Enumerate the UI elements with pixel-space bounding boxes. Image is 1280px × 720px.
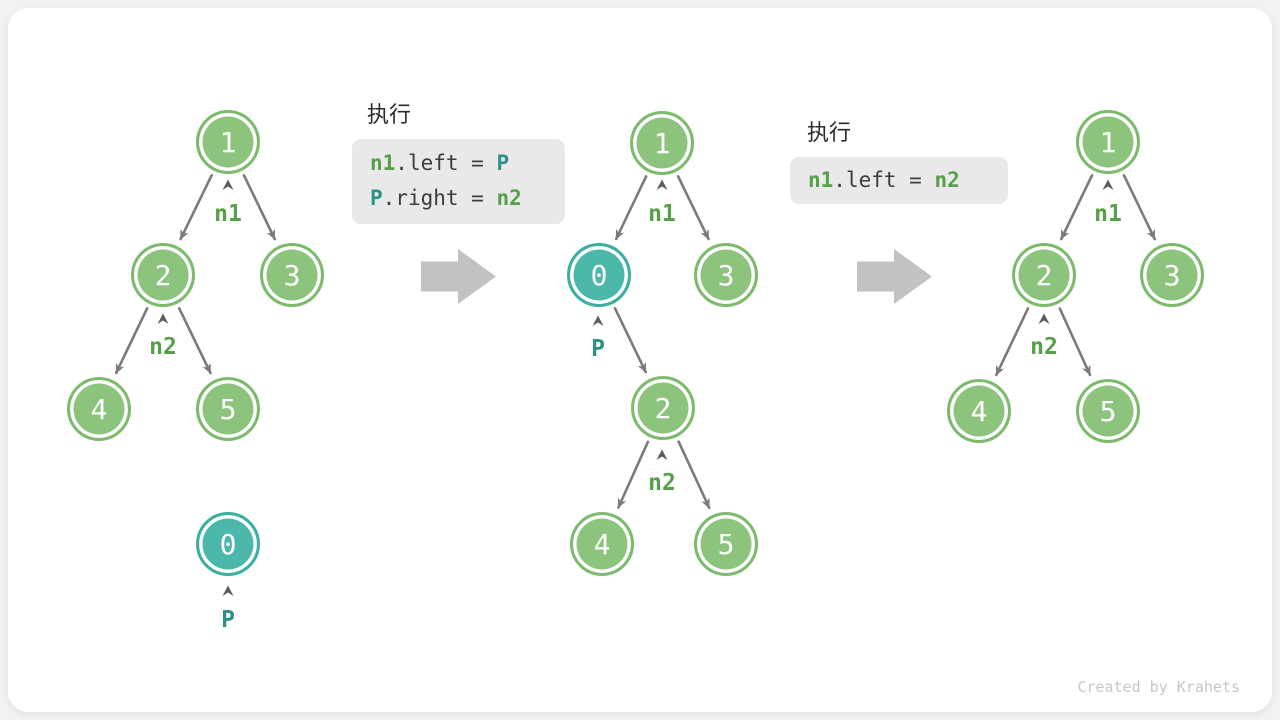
- figure-card: [8, 8, 1272, 712]
- tree1-node-1: 1: [196, 110, 260, 174]
- code-token-p: P: [370, 186, 383, 210]
- tree2-node-4: 4: [570, 512, 634, 576]
- tree2-node-1: 1: [630, 111, 694, 175]
- tree2-pointer-n2: n2: [648, 470, 676, 496]
- code-token-n1: n1: [808, 168, 834, 192]
- tree1-node-2: 2: [131, 243, 195, 307]
- tree1-pointer-p: P: [221, 607, 235, 633]
- code-token-p: P: [496, 151, 510, 175]
- tree2-node-3: 3: [694, 243, 758, 307]
- code-line: P.right = n2: [370, 181, 565, 216]
- code-token: .left =: [833, 168, 935, 192]
- code-token: .left =: [395, 151, 497, 175]
- code-panel2-title: 执行: [807, 120, 852, 145]
- code-line: n1.left = P: [370, 146, 565, 181]
- tree2-pointer-p: P: [591, 336, 605, 362]
- tree3-pointer-n2: n2: [1030, 334, 1058, 360]
- tree3-pointer-n1: n1: [1094, 201, 1122, 227]
- tree3-node-5: 5: [1076, 379, 1140, 443]
- tree2-node-2: 2: [631, 376, 695, 440]
- code-panel1-title: 执行: [367, 102, 412, 127]
- tree1-node-5: 5: [196, 377, 260, 441]
- tree1-pointer-n2: n2: [149, 334, 177, 360]
- tree2-node-5: 5: [694, 512, 758, 576]
- tree1-node-4: 4: [67, 377, 131, 441]
- code-token-n1: n1: [370, 151, 396, 175]
- code-token-n2: n2: [934, 168, 960, 192]
- code-panel2-box: n1.left = n2: [790, 157, 1008, 204]
- tree3-node-2: 2: [1012, 243, 1076, 307]
- tree2-node-p: 0: [567, 243, 631, 307]
- tree3-node-4: 4: [947, 379, 1011, 443]
- tree3-node-3: 3: [1140, 243, 1204, 307]
- code-token-n2: n2: [496, 186, 522, 210]
- code-token: .right =: [382, 186, 497, 210]
- tree1-node-3: 3: [260, 243, 324, 307]
- code-line: n1.left = n2: [808, 163, 1008, 198]
- tree2-pointer-n1: n1: [648, 201, 676, 227]
- code-panel1-box: n1.left = P P.right = n2: [352, 139, 565, 224]
- watermark: Created by Krahets: [1077, 678, 1240, 696]
- tree1-node-p: 0: [196, 512, 260, 576]
- tree3-node-1: 1: [1076, 110, 1140, 174]
- tree1-pointer-n1: n1: [214, 201, 242, 227]
